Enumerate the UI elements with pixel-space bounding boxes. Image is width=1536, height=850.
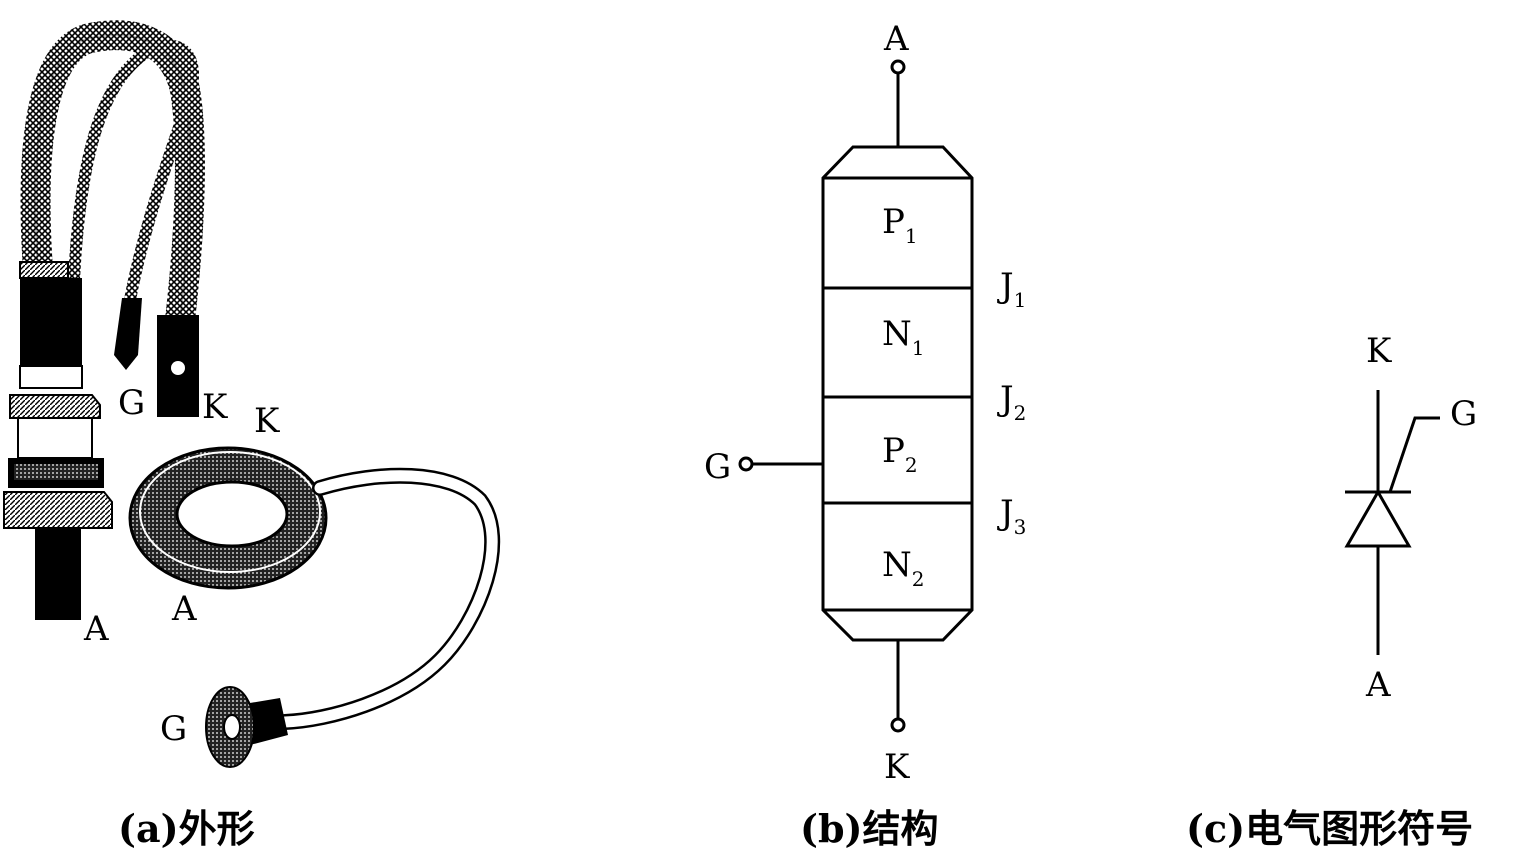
label-c-anode: A [1365,665,1391,705]
label-stud-a: A [83,609,109,649]
stud-cathode-hole [171,361,185,375]
label-c-gate: G [1450,394,1477,434]
disc-gate-plug [244,698,288,745]
label-b-gate: G [704,447,731,487]
caption-c: (c)电气图形符号 [1186,806,1473,850]
stud-hex-base [3,491,113,529]
disc-thyristor-drawing [128,446,501,768]
layer-p1-label: P1 [882,202,918,248]
stud-thyristor-drawing [3,20,205,620]
label-b-anode: A [883,19,909,59]
stud-gate-lead [68,39,200,306]
stud-gate-terminal [114,298,142,370]
symbol-diode-triangle [1344,488,1412,548]
junction-j2-label: J2 [997,379,1026,425]
cathode-terminal-dot [890,717,906,733]
label-disc-k: K [254,401,280,441]
layer-n1-label: N1 [882,314,924,360]
label-c-cathode: K [1366,331,1392,371]
panel-a-appearance: G K A K A G (a)外形 [3,20,501,850]
pnpn-body-outline [821,145,974,642]
junction-j3-label: J3 [997,493,1026,539]
label-stud-g: G [118,383,145,423]
caption-b: (b)结构 [800,806,939,850]
layer-p2-label: P2 [882,431,918,477]
junction-j1-label: J1 [997,266,1026,312]
panel-c-symbol: K G A (c)电气图形符号 [1186,331,1477,850]
gate-terminal-dot [738,456,754,472]
label-b-cathode: K [884,747,910,787]
anode-terminal-dot [890,59,906,75]
layer-n2-label: N2 [882,545,924,591]
stud-braided-lead [20,20,205,335]
label-disc-a: A [171,589,197,629]
label-stud-k: K [202,387,228,427]
disc-center-hole [175,480,289,548]
caption-a: (a)外形 [118,806,255,850]
label-disc-g: G [160,709,187,749]
panel-b-structure: A P1 N1 P2 N2 J1 J2 J3 G K (b)结构 [704,19,1026,850]
stud-anode-stud [35,528,81,620]
symbol-gate-lead [1388,416,1440,493]
